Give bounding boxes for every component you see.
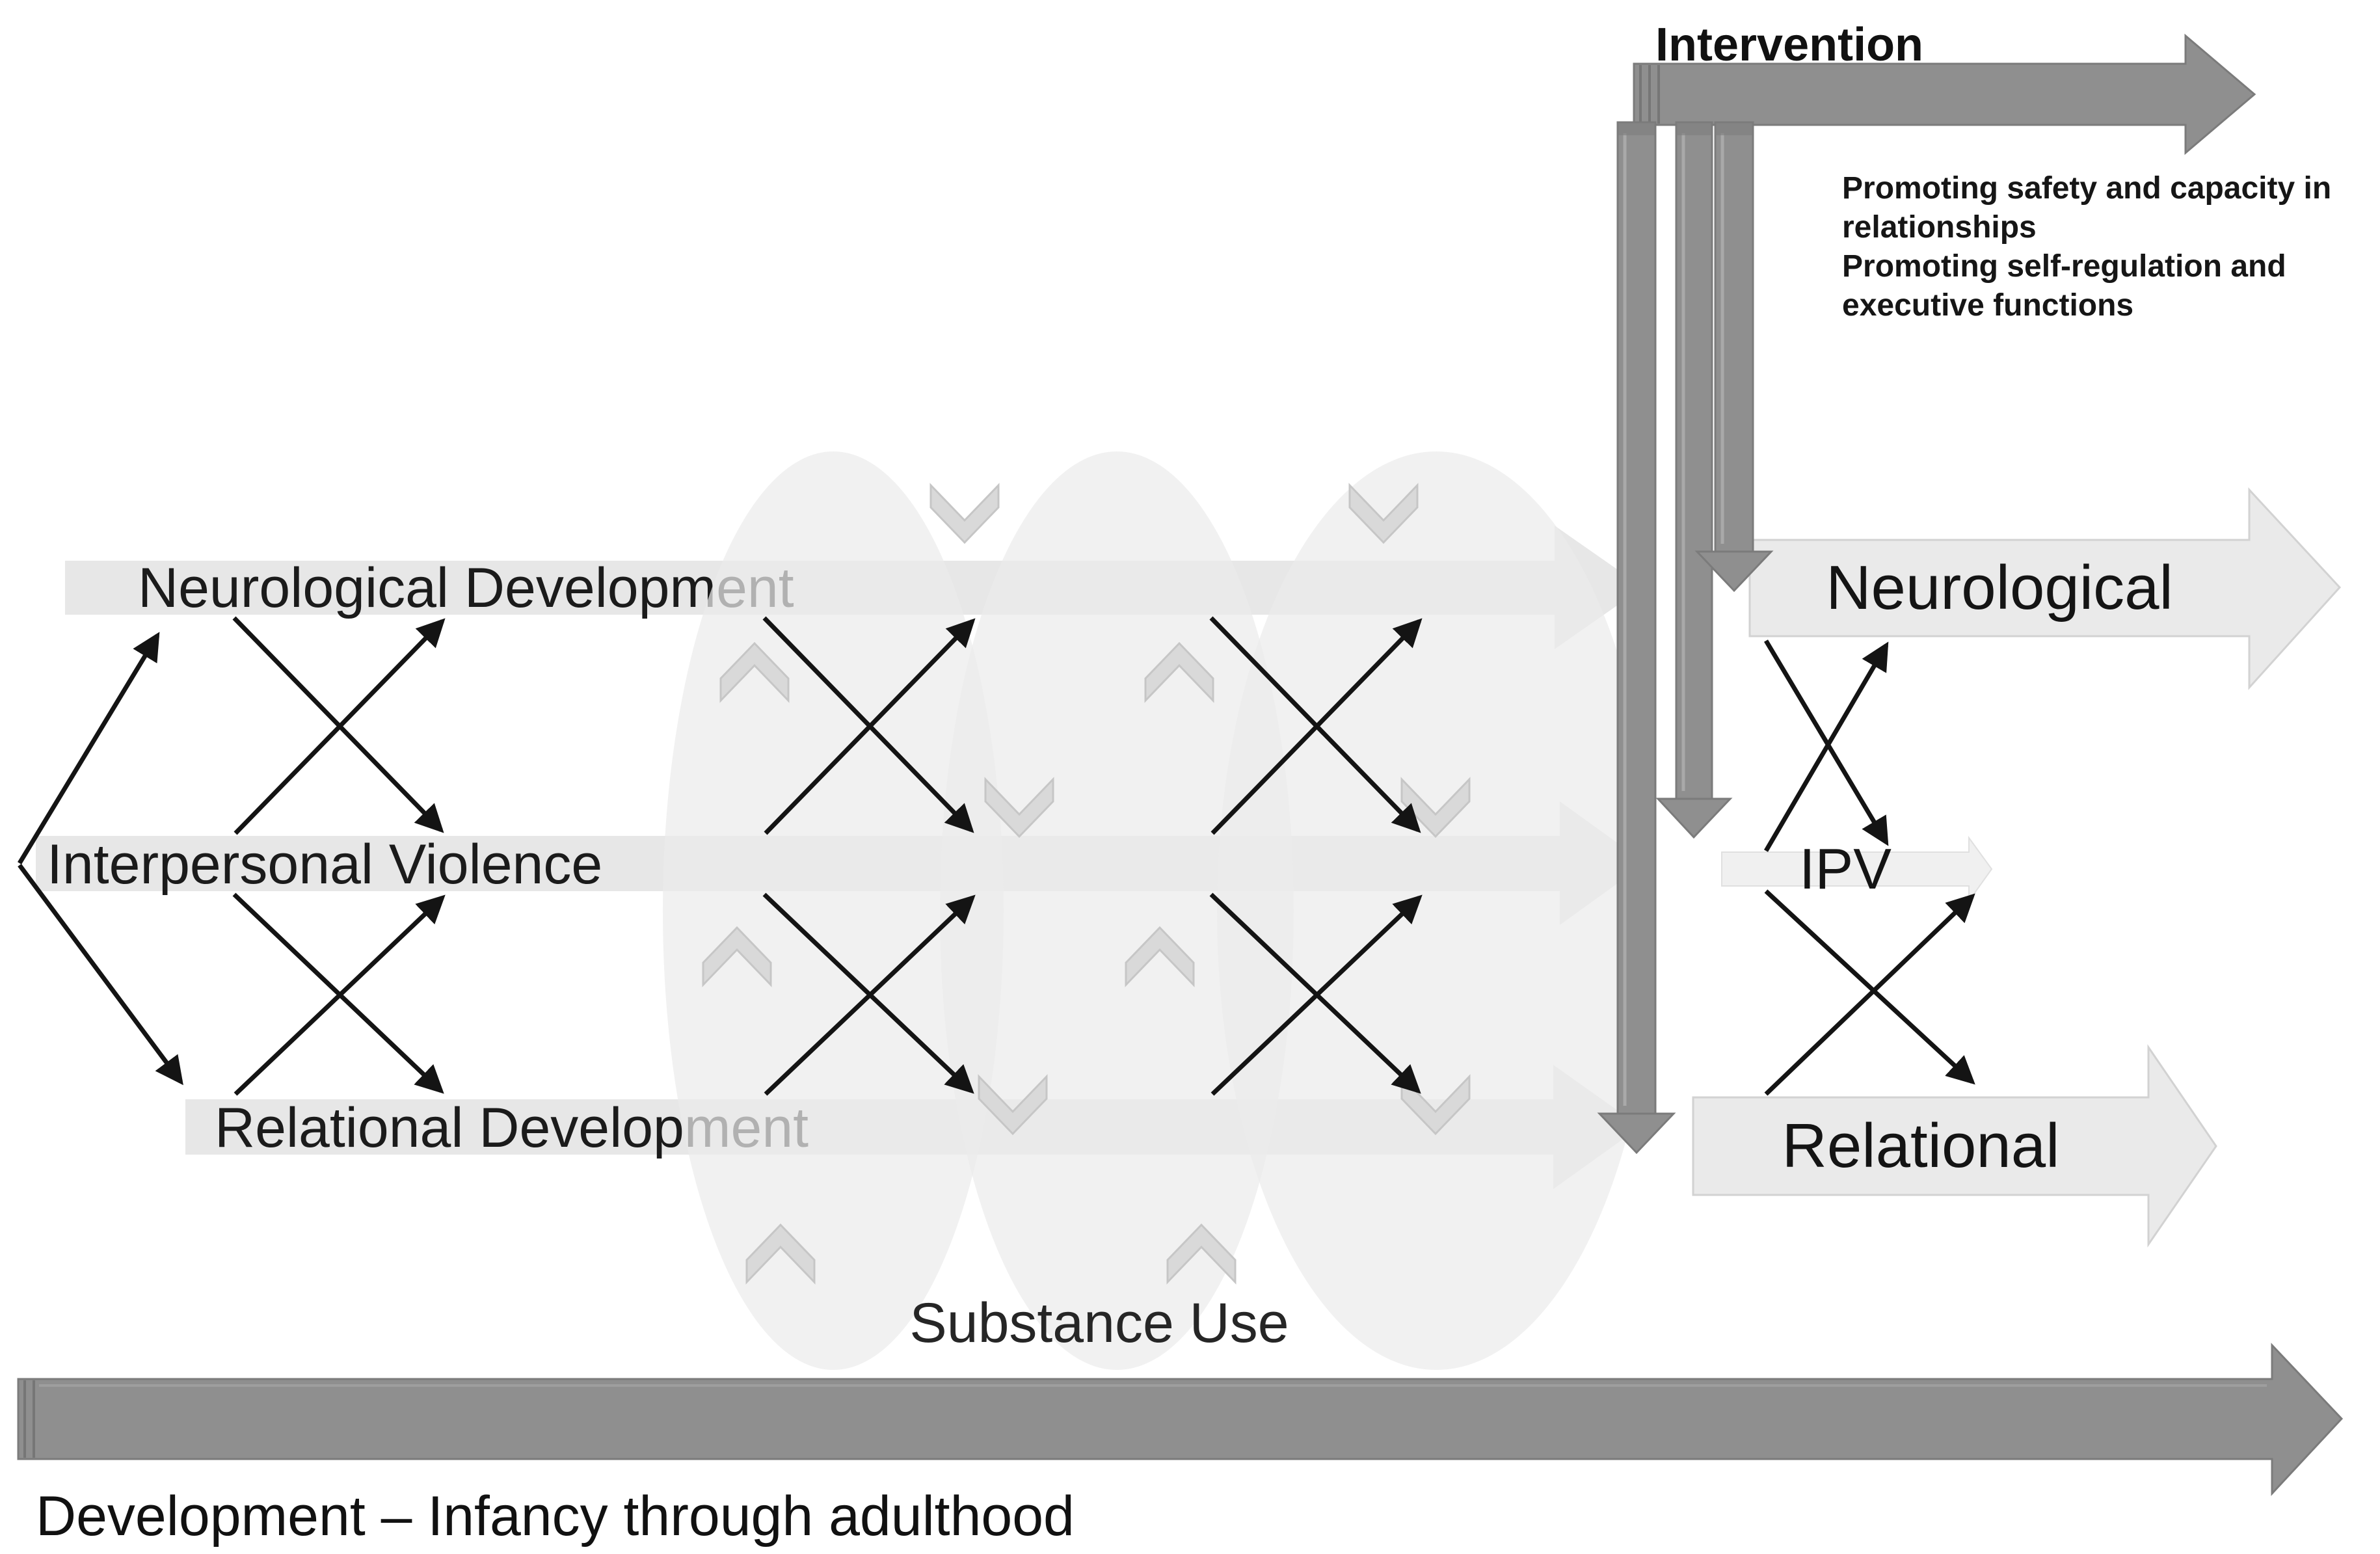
intervention-drop-arrow-mid [1655,121,1733,839]
intervention-note-line: Promoting self-regulation and [1842,249,2286,284]
cross-arrow [764,618,976,835]
intervention-note-line: Promoting safety and capacity in [1842,171,2332,206]
intervention-drop-arrow-short [1694,121,1774,593]
intervention-drop-arrow-long [1597,121,1676,1155]
neurological-right-label: Neurological [1826,553,2173,623]
ipv-to-neurological-arrow [18,632,160,864]
cross-arrow [1763,641,1889,852]
relational-right-label: Relational [1782,1111,2060,1181]
intervention-title: Intervention [1655,19,1924,71]
intervention-note: Promoting safety and capacity in relatio… [1842,169,2331,325]
substance-use-label: Substance Use [909,1292,1289,1354]
chevron-down-icon [929,483,1000,544]
chevron-icons [702,483,1471,1285]
chevron-down-icon [1400,1074,1471,1136]
development-label: Development – Infancy through adulthood [36,1485,1075,1547]
chevron-down-icon [978,1074,1048,1136]
intervention-note-line: executive functions [1842,288,2134,323]
chevron-up-icon [1166,1223,1237,1285]
cross-arrow [234,618,446,835]
cross-arrow [232,892,444,1094]
cross-arrow [1209,892,1421,1094]
substance-ellipse-3 [1217,451,1655,1370]
relational-development-label: Relational Development [215,1096,809,1159]
ipv-right-label: IPV [1799,837,1892,901]
chevron-up-icon [745,1223,816,1285]
cross-arrow [762,616,974,833]
cross-arrow [762,892,974,1094]
ipv-to-relational-arrow [18,863,183,1086]
cross-arrow [1763,639,1889,846]
chevron-up-icon [1125,926,1195,987]
cross-arrow [1764,889,1975,1085]
chevron-up-icon [702,926,772,987]
neurological-development-label: Neurological Development [138,556,794,619]
cross-arrow [1209,616,1421,833]
intervention-note-line: relationships [1842,210,2037,245]
intervention-drop-arrows [1597,121,1774,1155]
interpersonal-violence-label: Interpersonal Violence [47,833,603,896]
substance-use-ellipses [663,451,1655,1370]
chevron-down-icon [1400,777,1471,838]
chevron-down-icon [984,777,1054,838]
cross-arrow [1764,893,1975,1096]
substance-ellipse-2 [940,451,1294,1370]
chevron-up-icon [719,641,790,703]
cross-arrow [1210,618,1423,835]
chevron-up-icon [1144,641,1214,703]
cross-arrow [764,894,976,1096]
cross-arrow [234,894,446,1096]
development-arrow [17,1343,2344,1496]
cross-arrow [1210,894,1423,1096]
cross-arrow [232,616,444,833]
chevron-down-icon [1348,483,1419,544]
